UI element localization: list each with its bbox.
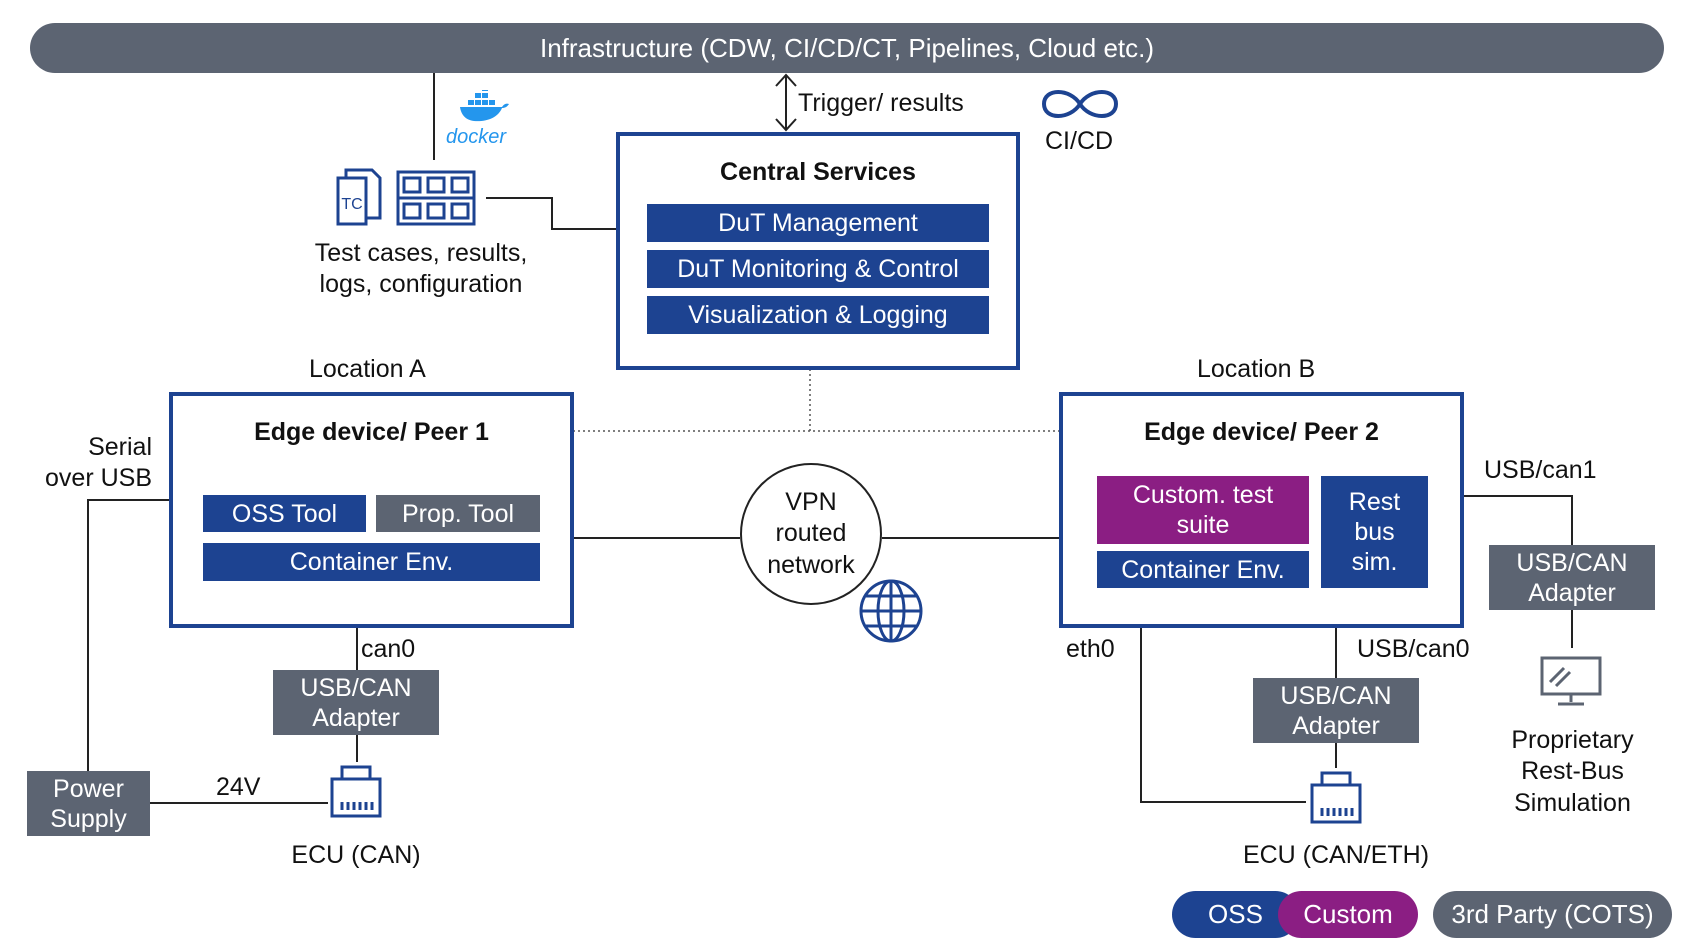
legend-cots: 3rd Party (COTS) (1433, 891, 1672, 938)
rest-bus-line3: sim. (1351, 548, 1398, 576)
adapter-b-line1: USB/CAN (1280, 681, 1392, 710)
adapter-a-line2: Adapter (312, 703, 400, 732)
container-env-a-block: Container Env. (203, 543, 540, 581)
usb-can0-label: USB/can0 (1357, 635, 1470, 663)
custom-suite-line1: Custom. test (1132, 481, 1274, 509)
infrastructure-label: Infrastructure (CDW, CI/CD/CT, Pipelines… (539, 32, 1155, 63)
container-env-b-block: Container Env. (1097, 551, 1309, 588)
custom-suite-line2: suite (1176, 511, 1230, 539)
vpn-line1: VPN (785, 488, 837, 517)
ecu-connector-icon (330, 765, 382, 818)
proprietary-line3: Simulation (1514, 788, 1631, 817)
artifacts-caption-line2: logs, configuration (319, 270, 523, 299)
ecu-connector-b-icon (1310, 771, 1362, 824)
peer-2-title: Edge device/ Peer 2 (1144, 418, 1379, 446)
proprietary-rest-bus-label: Proprietary Rest-Bus Simulation (1490, 725, 1655, 819)
edge-device-peer-1: Edge device/ Peer 1 OSS Tool Prop. Tool … (169, 392, 574, 628)
proprietary-line2: Rest-Bus (1521, 757, 1624, 786)
legend-custom: Custom (1278, 891, 1418, 938)
legend-oss: OSS (1172, 891, 1299, 938)
adapter-b-line2: Adapter (1292, 711, 1380, 740)
usb-can1-label: USB/can1 (1484, 456, 1597, 484)
adapter-b2-line2: Adapter (1528, 578, 1616, 607)
rest-bus-line2: bus (1354, 518, 1395, 546)
serial-over-usb-label: Serial over USB (42, 432, 152, 495)
trigger-results-label: Trigger/ results (798, 89, 964, 117)
power-line1: Power (53, 774, 124, 803)
24v-label: 24V (216, 773, 261, 801)
docker-whale-icon (460, 90, 509, 122)
central-services-title: Central Services (720, 158, 916, 186)
vpn-line2: routed (775, 519, 847, 548)
dut-management-item: DuT Management (647, 204, 989, 242)
dut-monitoring-item: DuT Monitoring & Control (647, 250, 989, 288)
proprietary-line1: Proprietary (1511, 726, 1634, 754)
oss-tool-block: OSS Tool (203, 495, 366, 532)
storage-rack-icon (396, 170, 476, 226)
artifacts-caption-line1: Test cases, results, (314, 239, 528, 267)
adapter-a-line1: USB/CAN (300, 673, 412, 702)
serial-line1: Serial (88, 433, 152, 461)
test-case-document-icon: TC (336, 168, 382, 226)
rest-bus-line1: Rest (1348, 488, 1401, 516)
infrastructure-bar: Infrastructure (CDW, CI/CD/CT, Pipelines… (30, 23, 1664, 73)
visualization-logging-item: Visualization & Logging (647, 296, 989, 334)
infinity-loop-icon (1041, 90, 1119, 118)
adapter-b2-line1: USB/CAN (1516, 548, 1628, 577)
can0-label: can0 (361, 635, 416, 663)
prop-tool-block: Prop. Tool (376, 495, 540, 532)
peer-1-title: Edge device/ Peer 1 (254, 418, 489, 446)
location-b-label: Location B (1197, 355, 1316, 383)
cicd-label: CI/CD (1045, 127, 1114, 155)
power-line2: Supply (50, 804, 127, 833)
docker-label: docker (446, 126, 507, 148)
central-services-box: Central Services DuT Management DuT Moni… (616, 132, 1020, 370)
ecu-can-eth-label: ECU (CAN/ETH) (1242, 841, 1430, 869)
ecu-can-label: ECU (CAN) (291, 841, 421, 869)
monitor-icon (1540, 656, 1602, 706)
globe-icon (859, 579, 923, 643)
vpn-line3: network (767, 550, 855, 579)
serial-line2: over USB (45, 464, 152, 493)
tc-icon-label: TC (341, 196, 362, 213)
artifacts-caption: Test cases, results, logs, configuration (296, 238, 546, 301)
location-a-label: Location A (309, 355, 426, 383)
vpn-network-circle: VPN routed network (740, 463, 882, 605)
eth0-label: eth0 (1066, 635, 1115, 663)
